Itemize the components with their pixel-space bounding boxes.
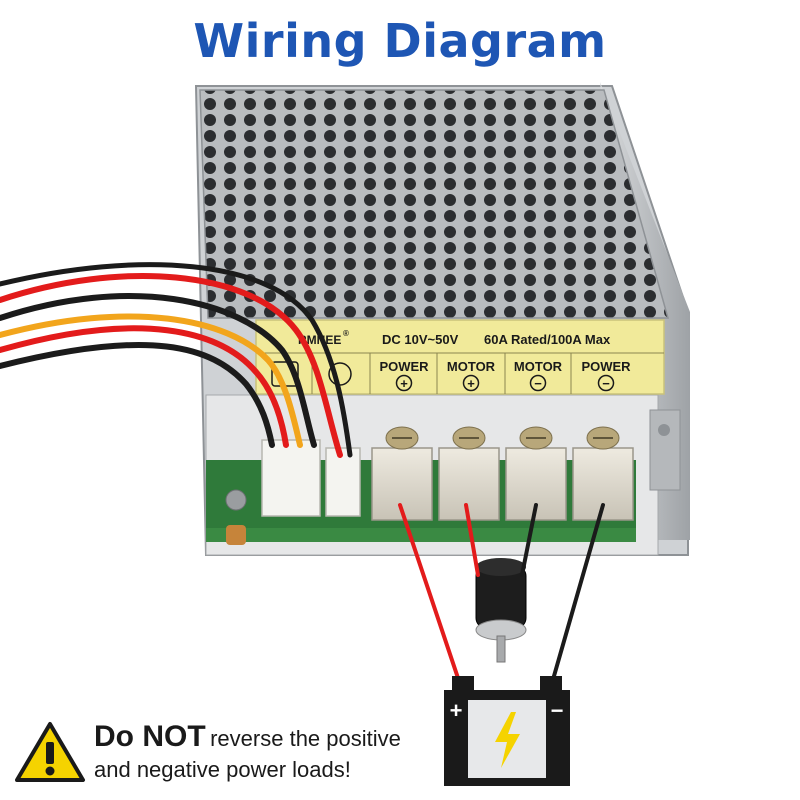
battery-plus-label: + [450,698,463,723]
battery-terminal-negative [540,676,562,692]
registered-mark: ® [343,329,349,338]
lightning-bolt-icon [495,712,520,768]
connector-right [325,447,361,517]
terminal-labels: POWER + MOTOR + MOTOR − POWER − [379,359,631,392]
connector-left [261,439,321,517]
motor-top [476,558,526,576]
minus-circle-icon [597,374,615,392]
terminal-symbol: + [467,376,475,391]
power-wires [398,503,605,692]
side-screw-plate [649,409,681,491]
plus-circle-icon [462,374,480,392]
ventilation-grille [199,89,669,319]
page-title: Wiring Diagram [193,14,607,68]
warning-strong: Do NOT [94,720,206,753]
terminal-label-power-negative: POWER [581,359,631,374]
label-strip: RMNEE ® DC 10V~50V 60A Rated/100A Max [255,319,665,395]
minus-circle-icon [529,374,547,392]
terminal-block-power-positive [371,426,433,521]
label-strip-bg [255,319,665,395]
terminal-symbol: − [534,376,542,391]
terminal-symbol: + [400,376,408,391]
wire-black [0,262,353,458]
battery-terminal-positive [452,676,474,692]
circuit-board-edge [206,528,636,542]
battery-icon: + − [444,676,570,786]
current-label: 60A Rated/100A Max [484,332,611,347]
terminal-label-motor-positive: MOTOR [447,359,496,374]
warning-rest: reverse the positive [210,726,401,751]
wire-motor-positive [464,503,480,577]
warning-text: Do NOT reverse the positive and negative… [94,718,454,783]
terminal-block-motor-positive [438,426,500,521]
capacitor [226,525,246,545]
wire-black [0,342,275,448]
terminal-symbol: − [602,376,610,391]
warning-line2: and negative power loads! [94,756,351,782]
motor-shaft [496,635,506,663]
wire-motor-negative [520,503,538,577]
plus-circle-icon [395,374,413,392]
warning-triangle-icon [15,722,85,782]
warning-note: Do NOT reverse the positive and negative… [14,716,454,796]
voltage-label: DC 10V~50V [382,332,459,347]
terminal-label-motor-negative: MOTOR [514,359,563,374]
wire-red [0,273,343,458]
wire-power-positive [398,503,464,692]
wire-red [0,325,289,448]
wire-power-negative [548,503,605,692]
wire-black [0,293,317,448]
signal-connectors [225,439,361,545]
board-screw-icon [225,489,247,511]
terminal-label-power-positive: POWER [379,359,429,374]
motor [475,558,527,663]
battery-minus-label: − [551,698,564,723]
wire-yellow [0,313,303,448]
signal-wires [0,262,353,458]
side-screw-icon [658,424,670,436]
